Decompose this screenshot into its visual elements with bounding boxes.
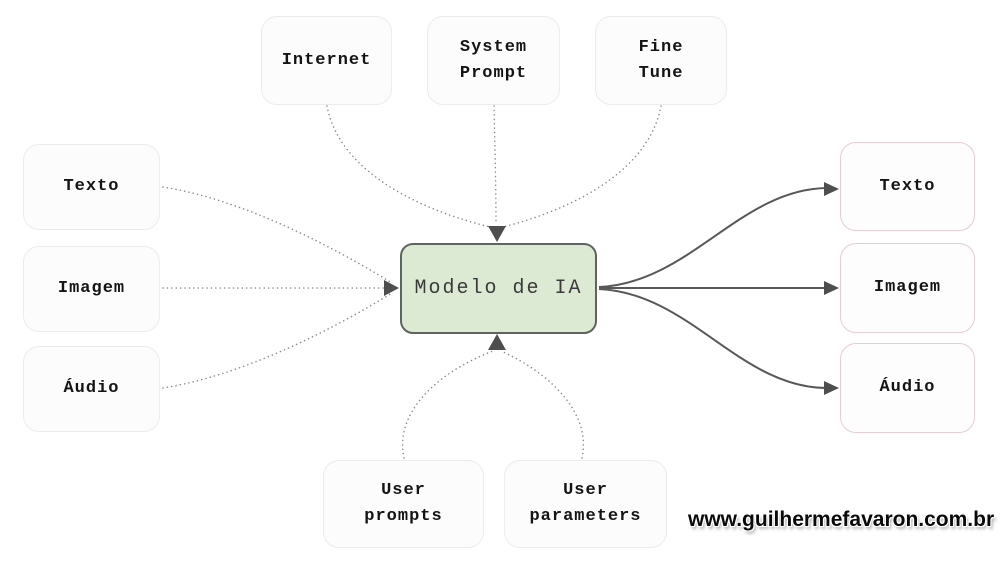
connector-user-prompts-to-center — [401, 350, 494, 459]
node-user-parameters: User parameters — [504, 460, 667, 548]
connector-audio-to-center — [162, 292, 393, 389]
node-user-prompts: User prompts — [323, 460, 484, 548]
node-fine-tune-label: Fine Tune — [638, 37, 684, 83]
node-fine-tune: Fine Tune — [595, 16, 727, 105]
node-modelo-de-ia: Modelo de IA — [400, 243, 597, 334]
node-system-prompt-label: System Prompt — [459, 37, 528, 83]
node-input-texto-label: Texto — [63, 177, 120, 196]
connector-user-parameters-to-center — [500, 350, 585, 459]
node-internet: Internet — [261, 16, 392, 105]
arrowhead-left-into-center — [384, 280, 399, 296]
node-internet-label: Internet — [281, 50, 372, 70]
connector-system-prompt-to-center — [493, 105, 497, 225]
node-user-parameters-label: User parameters — [529, 481, 642, 526]
node-input-audio-label: Áudio — [63, 379, 120, 398]
connector-center-to-audio — [598, 288, 828, 389]
node-output-imagem-label: Imagem — [873, 278, 942, 297]
node-modelo-de-ia-label: Modelo de IA — [414, 276, 583, 300]
node-output-audio-label: Áudio — [879, 378, 936, 397]
arrowhead-into-audio-output — [824, 381, 839, 395]
node-output-audio: Áudio — [840, 343, 975, 433]
node-output-texto: Texto — [840, 142, 975, 231]
node-input-audio: Áudio — [23, 346, 160, 432]
arrowhead-into-imagem-output — [824, 281, 839, 295]
connector-center-to-texto — [598, 187, 828, 288]
arrowhead-top-into-center — [488, 226, 506, 242]
node-input-imagem: Imagem — [23, 246, 160, 332]
node-system-prompt: System Prompt — [427, 16, 560, 105]
connector-internet-to-center — [326, 105, 491, 228]
node-input-texto: Texto — [23, 144, 160, 230]
arrowhead-into-texto-output — [824, 182, 839, 196]
connector-texto-to-center — [162, 186, 393, 284]
connector-fine-tune-to-center — [502, 105, 662, 228]
node-input-imagem-label: Imagem — [57, 279, 126, 298]
website-watermark: www.guilhermefavaron.com.br — [688, 508, 995, 531]
arrowhead-bottom-into-center — [488, 334, 506, 350]
node-user-prompts-label: User prompts — [364, 481, 443, 526]
node-output-texto-label: Texto — [879, 176, 936, 196]
node-output-imagem: Imagem — [840, 243, 975, 333]
